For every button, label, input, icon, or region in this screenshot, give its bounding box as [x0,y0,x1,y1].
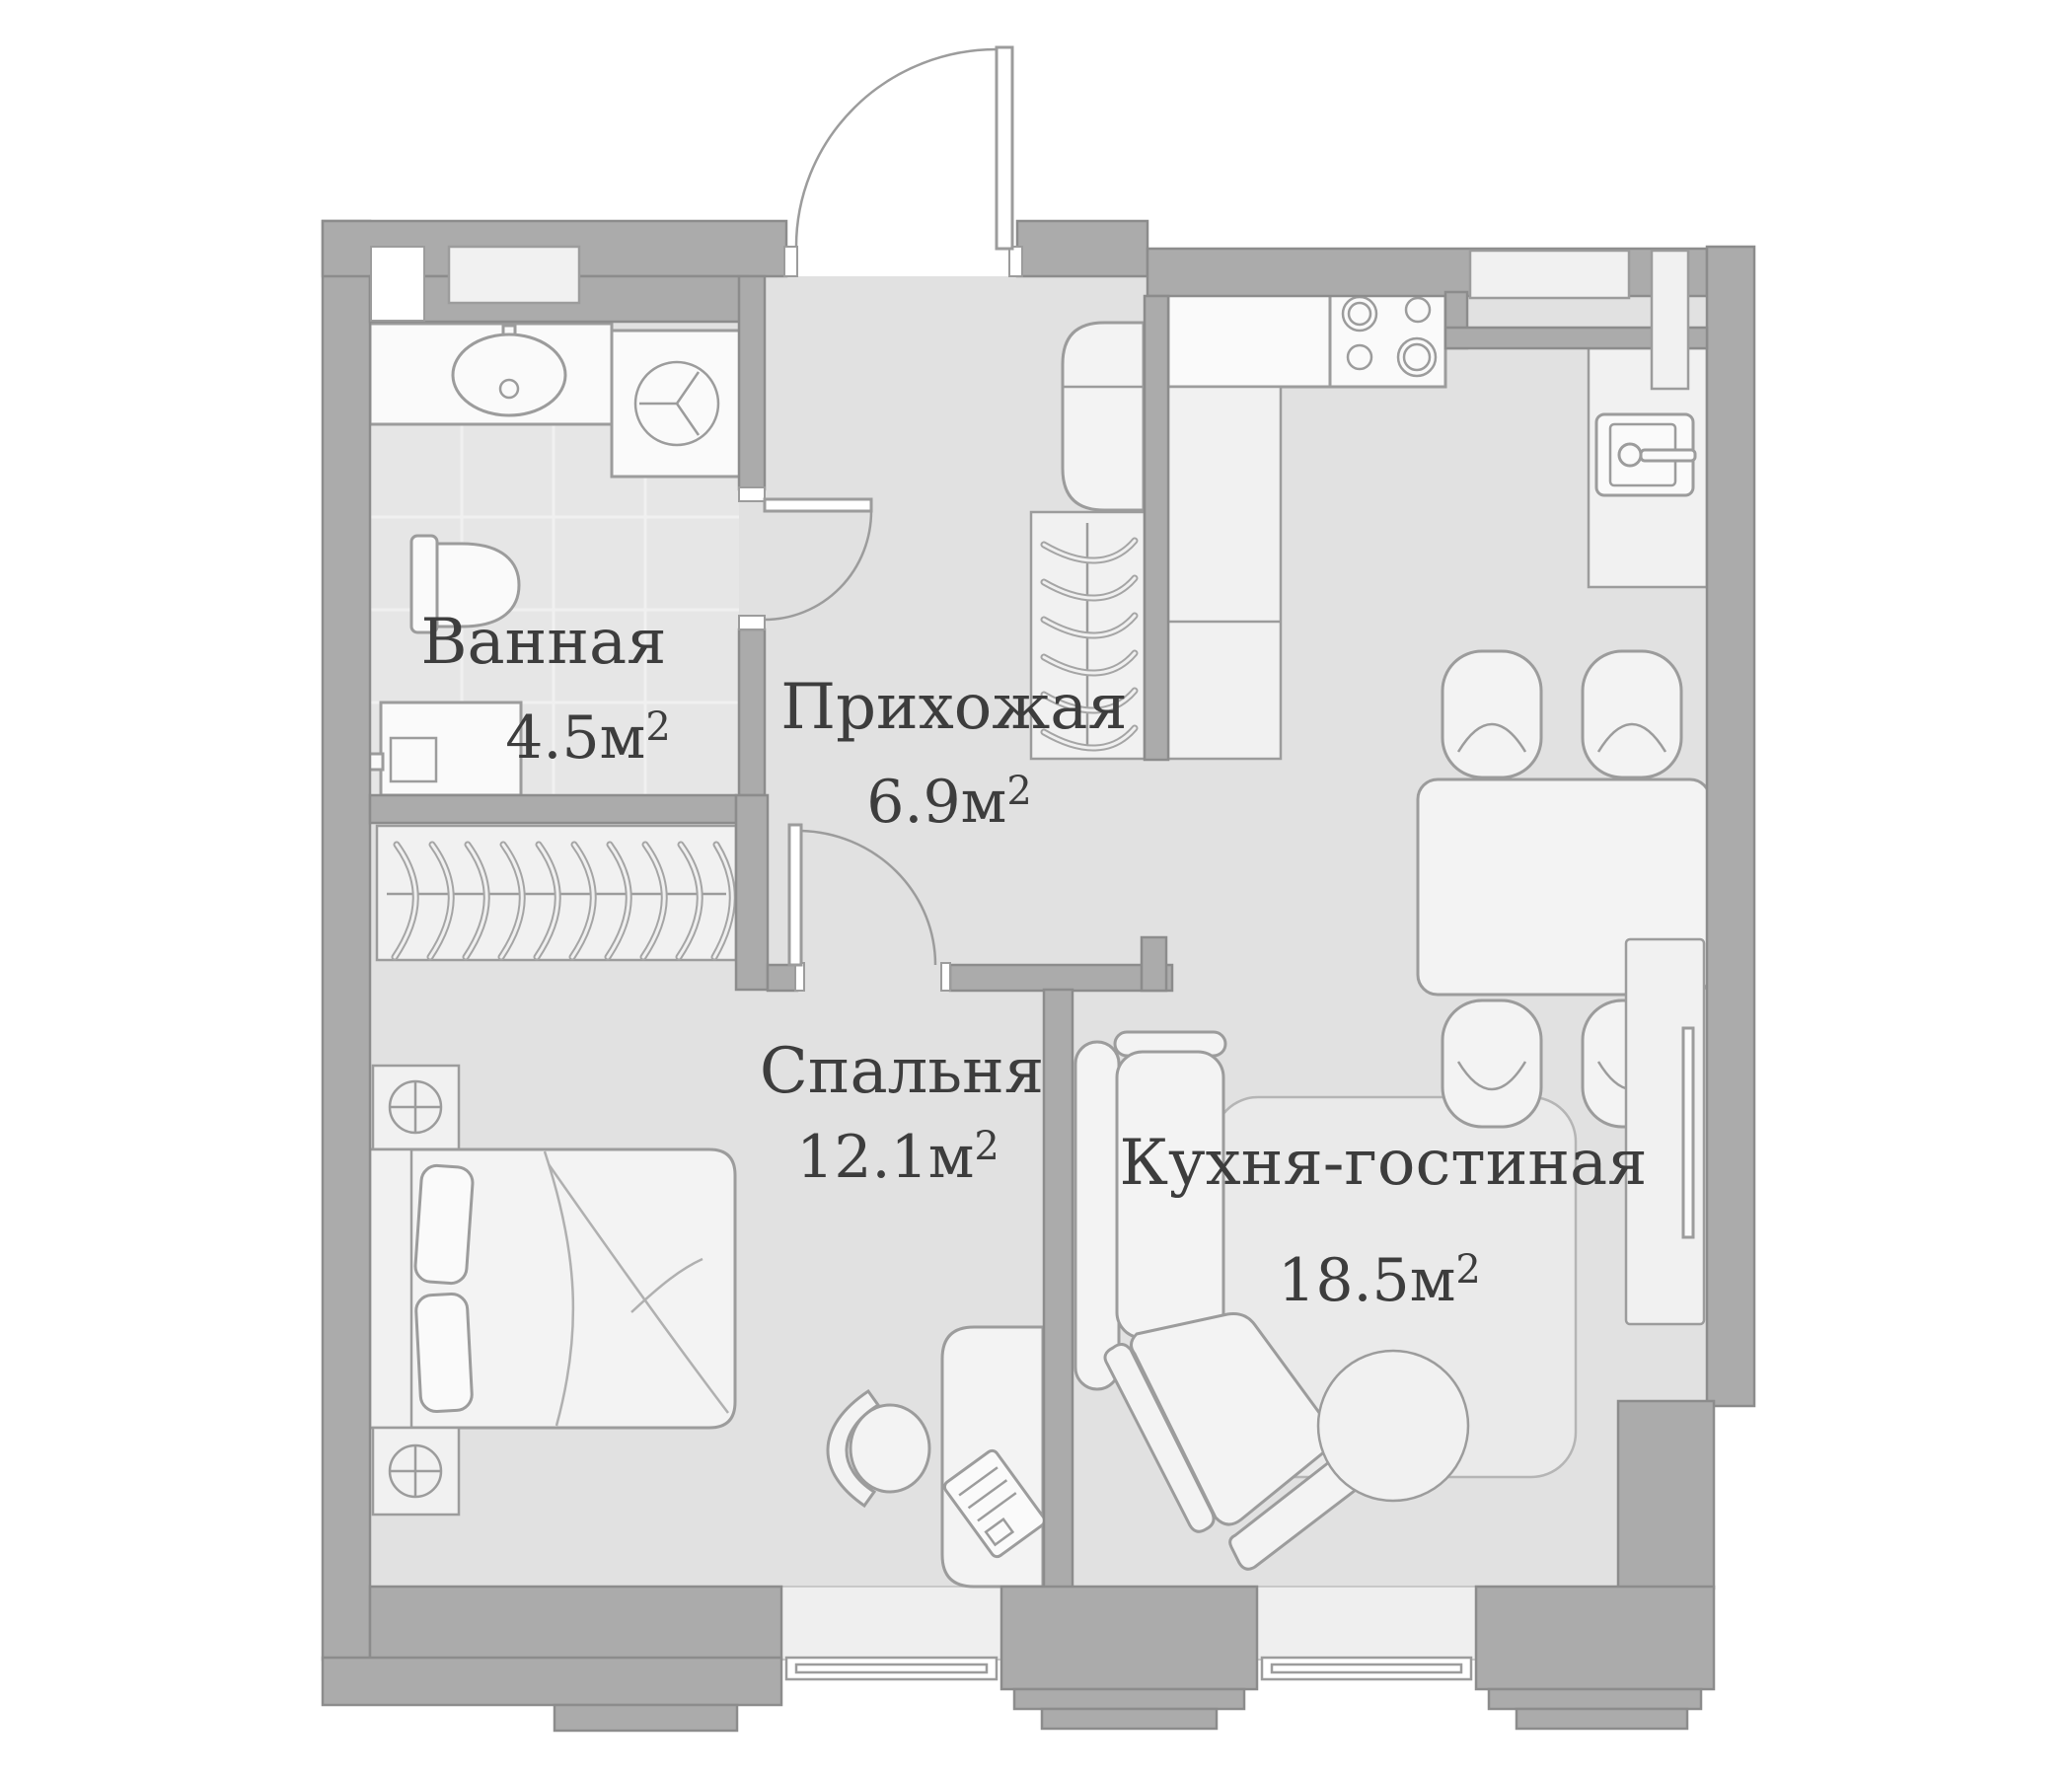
wall-bathroom-hall-lower [737,628,767,797]
room-name-hallway: Прихожая [780,671,1127,744]
pier-bottom-right [1474,1585,1716,1691]
door-jamb [940,962,951,992]
hall-closet [1061,321,1146,512]
room-labels: Ванная 4.5м2 Прихожая 6.9м2 Спальня 12.1… [420,606,1647,1315]
wall-hall-kitchen [1143,294,1170,762]
vent-shaft [1650,249,1690,391]
coat-hooks [391,841,736,961]
ottoman [1316,1349,1470,1503]
blanket-fold [630,1257,703,1313]
wall-niches [370,245,1690,391]
vent-niche [447,245,581,305]
door-leaf [995,45,1014,251]
sofa-back [1073,1040,1121,1391]
burner-icon [1346,343,1373,371]
window-sill-left [780,1586,1002,1661]
water-heater [610,329,744,479]
room-area-bedroom: 12.1м2 [796,1123,999,1192]
window-sill-right [1256,1586,1477,1661]
living-room-furniture [1073,649,1712,1571]
hallway-furniture [1029,321,1147,761]
dining-chair [1441,649,1543,779]
door-leaf [763,497,873,513]
wall-kitchen-ledge [1443,326,1709,350]
bed [368,1147,737,1430]
room-name-bedroom: Спальня [760,1035,1044,1108]
toilet-bowl [435,542,521,629]
door-jamb [738,615,766,630]
wall-bottom-left-outer [321,1656,783,1707]
nightstand [371,1064,461,1151]
wall-bottom-left-inner [368,1585,783,1662]
door-jamb [794,962,805,992]
bedroom-wardrobe [375,824,738,962]
tv-console [1624,937,1706,1326]
bathroom-vanity [368,322,614,426]
wall-right-lower [1616,1399,1716,1591]
toilet [409,534,521,634]
bathroom-fixtures [345,322,744,797]
kitchen-units [1166,290,1709,761]
door-leaf [787,823,803,967]
drain-icon [498,378,520,400]
wall-hall-bottom-a [766,963,799,993]
room-area-bathroom: 4.5м2 [505,703,671,773]
keyboard [942,1448,1047,1559]
pillow [413,1163,475,1286]
blanket-fold [547,1163,729,1414]
nightstand [371,1426,461,1517]
door-swing-arc [800,829,937,966]
tall-cabinet [1166,385,1283,761]
pier-bottom-left [553,1703,739,1733]
sofa-chaise-back [1103,1343,1216,1533]
door-jamb [783,246,798,277]
hall-wardrobe [1029,510,1147,761]
washer-niche [370,246,425,322]
fan-icon [633,360,720,447]
window-niche [1468,249,1631,300]
burner-icon [1396,336,1438,378]
door-swing-arc [794,47,998,248]
burner-icon [1404,296,1432,324]
wall-bathroom-hall-upper [737,274,767,491]
door-swing-arc [764,510,873,622]
wall-right-upper [1705,245,1756,1408]
door-jamb [1008,246,1023,277]
entrance-door [783,45,1023,277]
bathroom-door [738,486,873,630]
wall-bedroom-living [1042,988,1074,1590]
dining-chair [1441,999,1543,1129]
bedroom-door [787,823,951,992]
dining-chair [1581,649,1683,779]
room-name-bathroom: Ванная [420,606,666,679]
bedroom-furniture [368,824,1047,1589]
desk-area [826,1325,1047,1589]
washbasin [451,333,567,417]
wall-top-mid [1015,219,1149,278]
headboard [368,1147,413,1430]
room-area-kitchen-living: 18.5м2 [1278,1246,1481,1315]
pier-bottom-center [999,1585,1259,1691]
kitchen-counter [1166,290,1332,389]
window-left [784,1656,999,1681]
wall-hall-bottom-b [948,963,1174,993]
coat-hooks [1040,537,1139,752]
wall-hall-stub [1140,935,1168,993]
room-area-hallway: 6.9м2 [866,768,1032,837]
window-right [1260,1656,1473,1681]
meter-icon [389,736,438,783]
wall-bathroom-bedroom [368,793,738,825]
pillow [414,1293,474,1413]
wall-left [321,219,372,1662]
cooktop [1328,290,1447,389]
door-jamb [738,486,766,502]
sink-cabinet [1587,346,1709,589]
blanket-fold [543,1150,575,1427]
wall-bedroom-hall-vert [734,793,770,992]
tv-icon [1681,1026,1695,1239]
room-name-kitchen-living: Кухня-гостиная [1119,1127,1647,1200]
faucet-icon [1617,442,1643,468]
desk-chair [826,1388,931,1509]
